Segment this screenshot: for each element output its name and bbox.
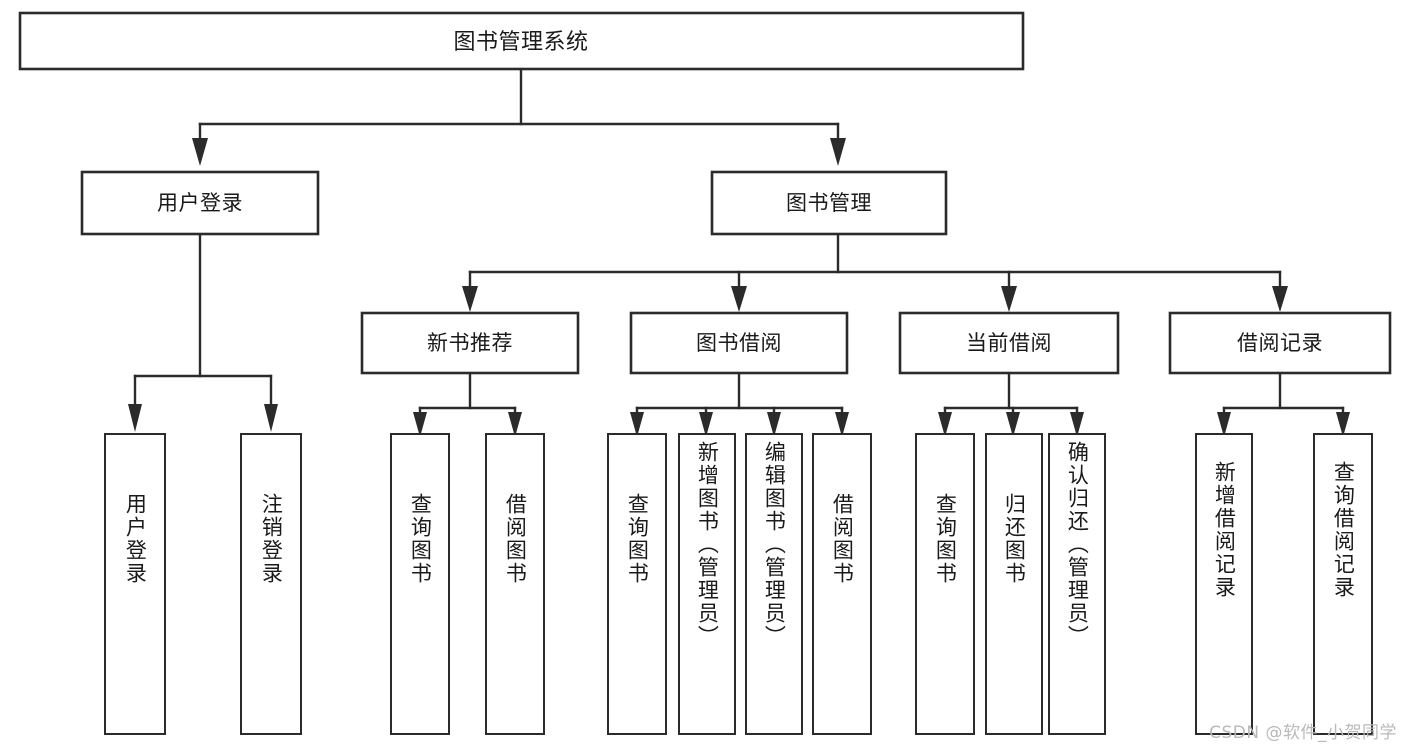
arrow-head-borrowrecord-leaf-2 [1336, 412, 1350, 437]
connector-group-book-borrow [630, 371, 849, 437]
node-new-book-recommend-label: 新书推荐 [427, 331, 513, 355]
connector-group-new-book [413, 371, 522, 437]
connector-group-borrow-record [1217, 371, 1350, 437]
leaf-label: 注销登录 [259, 493, 284, 585]
leaf-node-new-book-query[interactable]: 查询图书 [390, 433, 450, 735]
node-user-login-box [80, 170, 320, 236]
connector-group-root [192, 67, 846, 166]
node-root-book-management-system[interactable]: 图书管理系统 [18, 11, 1025, 71]
leaf-node-book-borrow-borrow[interactable]: 借阅图书 [812, 433, 872, 735]
leaf-label: 确认归还（管理员） [1065, 441, 1090, 648]
node-new-book-recommend-box [360, 311, 580, 375]
node-book-borrow-box [629, 311, 849, 375]
arrow-head-userlogin-leaf-2 [264, 404, 278, 432]
node-borrow-record-box [1168, 311, 1392, 375]
leaf-label: 查询借阅记录 [1331, 461, 1356, 599]
node-current-borrow-box [898, 311, 1120, 375]
arrow-head-newbook-leaf-2 [508, 412, 522, 437]
leaf-label: 新增借阅记录 [1212, 461, 1237, 599]
arrow-head-newbook-leaf-1 [413, 412, 427, 437]
node-user-login-label: 用户登录 [157, 191, 243, 215]
leaf-label: 查询图书 [933, 493, 958, 585]
leaf-node-borrow-record-add[interactable]: 新增借阅记录 [1195, 433, 1253, 735]
leaf-label: 用户登录 [123, 493, 148, 585]
node-root-label: 图书管理系统 [453, 30, 588, 55]
leaf-node-current-borrow-confirm[interactable]: 确认归还（管理员） [1048, 433, 1106, 735]
arrow-head-bookborrow-leaf-2 [699, 412, 713, 437]
leaf-node-book-borrow-edit[interactable]: 编辑图书（管理员） [745, 433, 803, 735]
arrow-head-currentborrow-leaf-2 [1006, 412, 1020, 437]
arrow-head-borrow-record [1272, 286, 1288, 312]
connector-group-current-borrow [938, 371, 1084, 437]
node-book-management-box [710, 170, 948, 236]
node-current-borrow-label: 当前借阅 [966, 331, 1052, 355]
node-borrow-record-label: 借阅记录 [1237, 331, 1323, 355]
leaf-node-new-book-borrow[interactable]: 借阅图书 [485, 433, 545, 735]
leaf-label: 查询图书 [625, 493, 650, 585]
node-book-management[interactable]: 图书管理 [710, 170, 948, 236]
leaf-node-book-borrow-query[interactable]: 查询图书 [607, 433, 667, 735]
arrow-head-bookborrow-leaf-3 [767, 412, 781, 437]
node-book-borrow-label: 图书借阅 [696, 331, 782, 355]
leaf-node-current-borrow-query[interactable]: 查询图书 [915, 433, 975, 735]
arrow-head-borrowrecord-leaf-1 [1217, 412, 1231, 437]
arrow-head-userlogin [192, 138, 208, 166]
node-book-management-label: 图书管理 [786, 191, 872, 215]
node-user-login[interactable]: 用户登录 [80, 170, 320, 236]
node-current-borrow[interactable]: 当前借阅 [898, 311, 1120, 375]
arrow-head-current-borrow [1001, 286, 1017, 312]
leaf-node-user-login-login[interactable]: 用户登录 [104, 433, 166, 735]
leaf-label: 编辑图书（管理员） [762, 441, 787, 648]
leaf-label: 归还图书 [1002, 493, 1027, 585]
connector-group-book-management [462, 232, 1288, 312]
leaf-node-book-borrow-add[interactable]: 新增图书（管理员） [678, 433, 736, 735]
node-book-borrow[interactable]: 图书借阅 [629, 311, 849, 375]
arrow-head-bookborrow-leaf-1 [630, 412, 644, 437]
leaf-node-borrow-record-query[interactable]: 查询借阅记录 [1313, 433, 1373, 735]
leaf-label: 查询图书 [408, 493, 433, 585]
leaf-label: 新增图书（管理员） [695, 441, 720, 648]
arrow-head-bookmgmt [830, 138, 846, 166]
arrow-head-book-borrow [731, 286, 747, 312]
arrow-head-currentborrow-leaf-1 [938, 412, 952, 437]
arrow-head-currentborrow-leaf-3 [1070, 412, 1084, 437]
leaf-label: 借阅图书 [503, 493, 528, 585]
arrow-head-bookborrow-leaf-4 [835, 412, 849, 437]
leaf-label: 借阅图书 [830, 493, 855, 585]
arrow-head-userlogin-leaf-1 [128, 404, 142, 432]
leaf-node-current-borrow-return[interactable]: 归还图书 [985, 433, 1043, 735]
arrow-head-new-book [462, 286, 478, 312]
node-new-book-recommend[interactable]: 新书推荐 [360, 311, 580, 375]
node-borrow-record[interactable]: 借阅记录 [1168, 311, 1392, 375]
connector-group-user-login [128, 232, 278, 432]
node-root-box [18, 11, 1025, 71]
leaf-node-user-login-logout[interactable]: 注销登录 [240, 433, 302, 735]
